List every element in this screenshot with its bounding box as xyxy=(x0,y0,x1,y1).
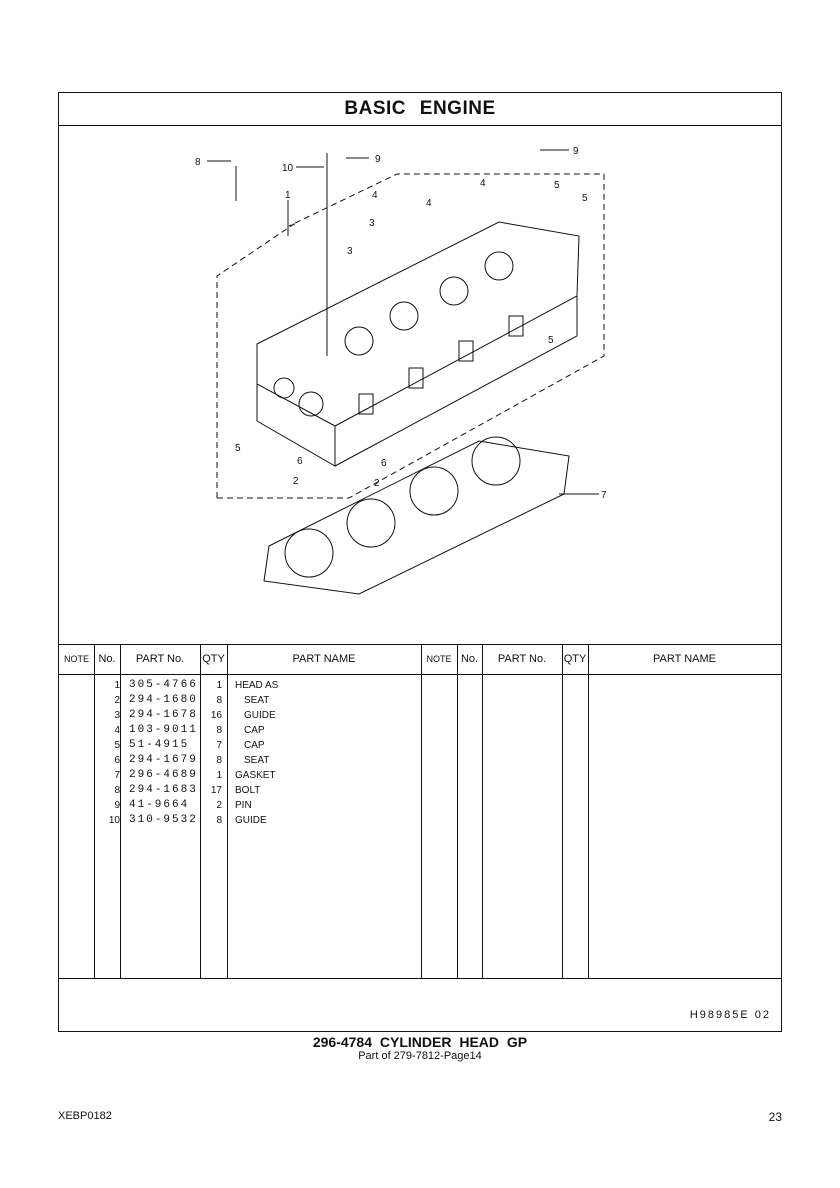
header-note-2: NOTE xyxy=(426,654,452,664)
callout-5a: 5 xyxy=(554,180,560,191)
callout-2a: 2 xyxy=(293,476,299,487)
document-id: XEBP0182 xyxy=(58,1110,112,1122)
quantity: 8 xyxy=(216,695,222,706)
assembly-dashed-box xyxy=(216,173,605,499)
quantity: 2 xyxy=(216,800,222,811)
part-number: 296-4689 xyxy=(129,769,198,781)
part-number: 294-1680 xyxy=(129,694,198,706)
table-row: 9 41-9664 2 PIN xyxy=(59,798,479,813)
part-name: GUIDE xyxy=(235,815,267,826)
quantity: 17 xyxy=(210,785,222,796)
quantity: 1 xyxy=(216,680,222,691)
part-name: SEAT xyxy=(244,695,270,706)
table-row: 1 305-4766 1 HEAD AS xyxy=(59,678,479,693)
table-row: 5 51-4915 7 CAP xyxy=(59,738,479,753)
callout-labels: 8 10 9 9 1 4 4 4 3 3 5 5 5 5 6 6 2 2 7 xyxy=(195,146,607,501)
quantity: 7 xyxy=(216,740,222,751)
callout-9b: 9 xyxy=(573,146,579,157)
item-no: 10 xyxy=(108,815,120,826)
exploded-diagram: 8 10 9 9 1 4 4 4 3 3 5 5 5 5 6 6 2 2 7 xyxy=(59,126,781,644)
item-no: 4 xyxy=(114,725,120,736)
table-row: 2 294-1680 8 SEAT xyxy=(59,693,479,708)
table-row: 7 296-4689 1 GASKET xyxy=(59,768,479,783)
cylinder-head-illustration xyxy=(256,221,580,467)
table-row: 4 103-9011 8 CAP xyxy=(59,723,479,738)
callout-4a: 4 xyxy=(372,190,378,201)
quantity: 8 xyxy=(216,815,222,826)
group-subcaption: Part of 279-7812-Page14 xyxy=(358,1050,482,1062)
section-title: BASIC ENGINE xyxy=(59,93,781,126)
table-row: 10 310-9532 8 GUIDE xyxy=(59,813,479,828)
group-caption: 296-4784 CYLINDER HEAD GP xyxy=(312,1034,528,1050)
quantity: 8 xyxy=(216,755,222,766)
callout-2b: 2 xyxy=(374,478,380,489)
header-qty: QTY xyxy=(202,653,225,665)
header-note: NOTE xyxy=(63,654,89,664)
part-name: CAP xyxy=(244,725,265,736)
callout-4b: 4 xyxy=(480,178,486,189)
item-no: 5 xyxy=(114,740,120,751)
callout-3b: 3 xyxy=(347,246,353,257)
callout-7: 7 xyxy=(601,490,607,501)
part-number: 305-4766 xyxy=(129,679,198,691)
part-number: 103-9011 xyxy=(129,724,198,736)
callout-5c: 5 xyxy=(548,335,554,346)
callout-1: 1 xyxy=(285,190,291,201)
quantity: 16 xyxy=(210,710,222,721)
quantity: 8 xyxy=(216,725,222,736)
header-no: No. xyxy=(98,653,116,665)
parts-frame: BASIC ENGINE 8 10 9 9 1 xyxy=(58,92,782,1032)
table-row: 8 294-1683 17 BOLT xyxy=(59,783,479,798)
table-footer: H98985E 02 xyxy=(59,978,781,1032)
part-number: 294-1679 xyxy=(129,754,198,766)
callout-5d: 5 xyxy=(235,443,241,454)
part-number: 294-1683 xyxy=(129,784,198,796)
callout-leaders xyxy=(207,149,599,495)
header-part-no-2: PART No. xyxy=(497,653,547,665)
part-name: BOLT xyxy=(235,785,261,796)
item-no: 9 xyxy=(114,800,120,811)
header-no-2: No. xyxy=(460,653,479,665)
part-name: HEAD AS xyxy=(235,680,279,691)
part-name: SEAT xyxy=(244,755,270,766)
page-number: 23 xyxy=(768,1110,782,1124)
item-no: 2 xyxy=(114,695,120,706)
callout-3a: 3 xyxy=(369,218,375,229)
item-no: 1 xyxy=(114,680,120,691)
part-name: CAP xyxy=(244,740,265,751)
parts-table: NOTE No. PART No. QTY PART NAME NOTE No.… xyxy=(59,644,781,979)
header-qty-2: QTY xyxy=(563,653,587,665)
table-row: 6 294-1679 8 SEAT xyxy=(59,753,479,768)
illustration-code: H98985E 02 xyxy=(689,1009,771,1021)
item-no: 8 xyxy=(114,785,120,796)
item-no: 7 xyxy=(114,770,120,781)
header-part-no: PART No. xyxy=(135,653,185,665)
quantity: 1 xyxy=(216,770,222,781)
part-name: GASKET xyxy=(235,770,276,781)
part-number: 310-9532 xyxy=(129,814,198,826)
part-name: GUIDE xyxy=(244,710,276,721)
callout-4c: 4 xyxy=(426,198,432,209)
part-number: 41-9664 xyxy=(129,799,190,811)
callout-10: 10 xyxy=(282,163,294,174)
item-no: 6 xyxy=(114,755,120,766)
table-row: 3 294-1678 16 GUIDE xyxy=(59,708,479,723)
callout-9a: 9 xyxy=(375,154,381,165)
header-part-name: PART NAME xyxy=(292,653,356,665)
callout-5b: 5 xyxy=(582,193,588,204)
head-gasket-illustration xyxy=(263,436,570,595)
callout-6a: 6 xyxy=(297,456,303,467)
part-number: 294-1678 xyxy=(129,709,198,721)
part-number: 51-4915 xyxy=(129,739,190,751)
callout-6b: 6 xyxy=(381,458,387,469)
part-name: PIN xyxy=(235,800,252,811)
header-part-name-2: PART NAME xyxy=(653,653,716,665)
item-no: 3 xyxy=(114,710,120,721)
callout-8: 8 xyxy=(195,157,201,168)
